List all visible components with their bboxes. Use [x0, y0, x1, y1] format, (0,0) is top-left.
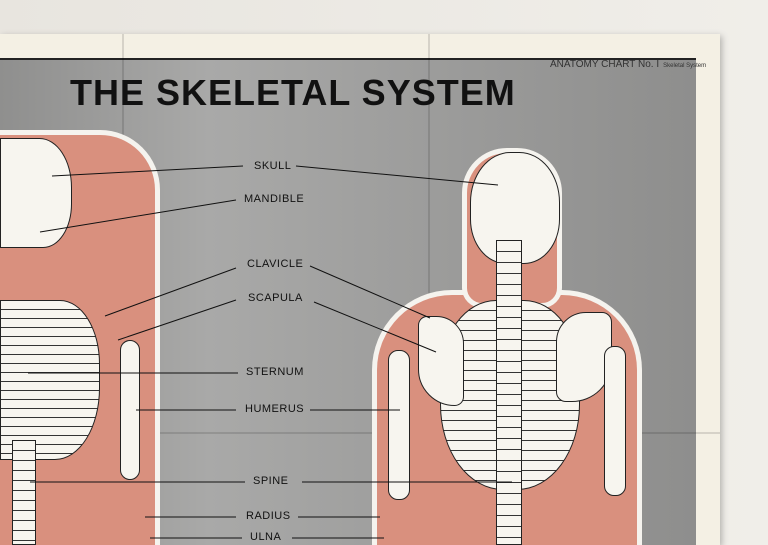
label-clavicle: CLAVICLE — [247, 258, 304, 270]
front-ribcage — [0, 300, 100, 460]
label-skull: SKULL — [254, 160, 292, 172]
back-right-humerus — [604, 346, 626, 496]
fold-line — [428, 34, 430, 545]
label-ulna: ULNA — [250, 531, 282, 543]
front-skull — [0, 138, 72, 248]
left-scapula — [418, 316, 464, 406]
label-scapula: SCAPULA — [248, 292, 303, 304]
back-spine — [496, 240, 522, 545]
front-spine — [12, 440, 36, 545]
label-sternum: STERNUM — [246, 366, 304, 378]
poster-title: THE SKELETAL SYSTEM — [70, 72, 516, 113]
label-radius: RADIUS — [246, 510, 291, 522]
label-spine: SPINE — [253, 475, 289, 487]
label-humerus: HUMERUS — [245, 403, 305, 415]
label-mandible: MANDIBLE — [244, 193, 305, 205]
fold-line — [0, 432, 720, 434]
back-left-humerus — [388, 350, 410, 500]
